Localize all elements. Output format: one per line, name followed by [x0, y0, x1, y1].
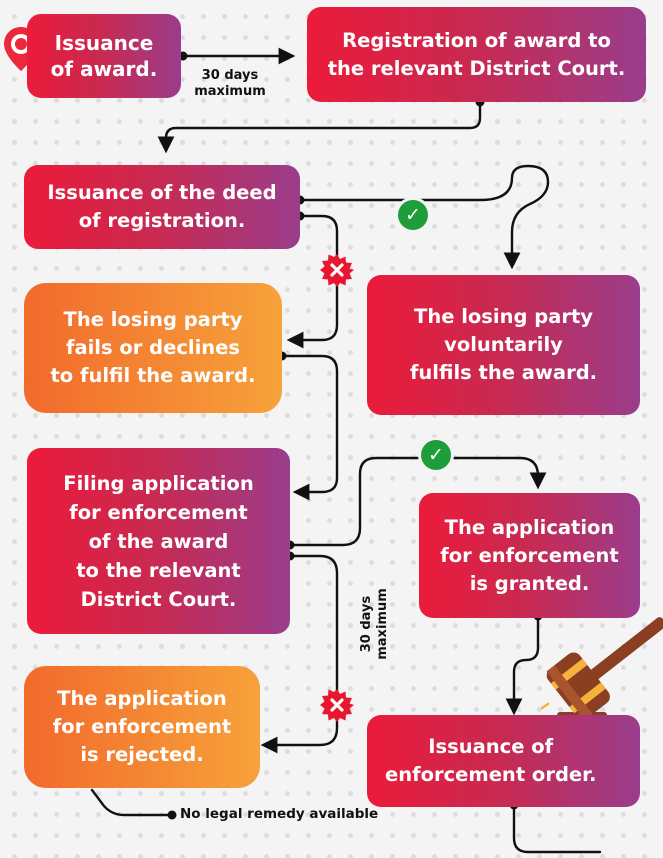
step-enforcement-order: Issuance of enforcement order. — [367, 715, 640, 807]
step-granted-label: The application for enforcement is grant… — [440, 515, 619, 595]
step-fails-label: The losing party fails or declines to fu… — [50, 308, 256, 387]
step-registration-label: Registration of award to the relevant Di… — [327, 28, 626, 80]
step-registration: Registration of award to the relevant Di… — [307, 7, 646, 102]
step-losing-party-voluntarily: The losing party voluntarily fulfils the… — [367, 275, 640, 415]
connector-filing-to-rejected — [260, 554, 339, 754]
dot-no-remedy — [167, 810, 177, 820]
label-30-days-top: 30 days maximum — [194, 68, 266, 99]
step-voluntary-label: The losing party voluntarily fulfils the… — [409, 305, 598, 384]
step-filing-application: Filing application for enforcement of th… — [27, 448, 290, 634]
connector-filing-to-granted — [288, 456, 547, 547]
connector-fails-to-filing — [280, 354, 339, 501]
x-icon — [320, 253, 354, 287]
step-deed-label: Issuance of the deed of registration. — [47, 181, 277, 232]
step-filing-label: Filing application for enforcement of th… — [63, 471, 254, 611]
step-application-granted: The application for enforcement is grant… — [419, 493, 640, 618]
connector-granted-to-order — [505, 614, 540, 716]
step-losing-party-fails: The losing party fails or declines to fu… — [24, 283, 282, 413]
connector-order-continue — [512, 803, 602, 854]
label-no-legal-remedy: No legal remedy available — [180, 806, 379, 822]
check-icon: ✓ — [398, 200, 428, 230]
check-icon: ✓ — [421, 440, 451, 470]
label-30-days-side: 30 days maximum — [359, 588, 390, 660]
connector-registration-to-deed — [157, 100, 482, 154]
connector-rejected-to-no-remedy — [90, 788, 174, 817]
step-rejected-label: The application for enforcement is rejec… — [52, 687, 232, 766]
step-deed-of-registration: Issuance of the deed of registration. — [24, 165, 300, 249]
step-order-label: Issuance of enforcement order. — [385, 735, 597, 786]
step-issuance-of-award: Issuance of award. — [27, 14, 181, 98]
connector-deed-to-voluntary — [298, 164, 550, 270]
x-icon — [320, 688, 354, 722]
step-application-rejected: The application for enforcement is rejec… — [24, 666, 260, 788]
step-issuance-of-award-label: Issuance of award. — [50, 31, 158, 81]
